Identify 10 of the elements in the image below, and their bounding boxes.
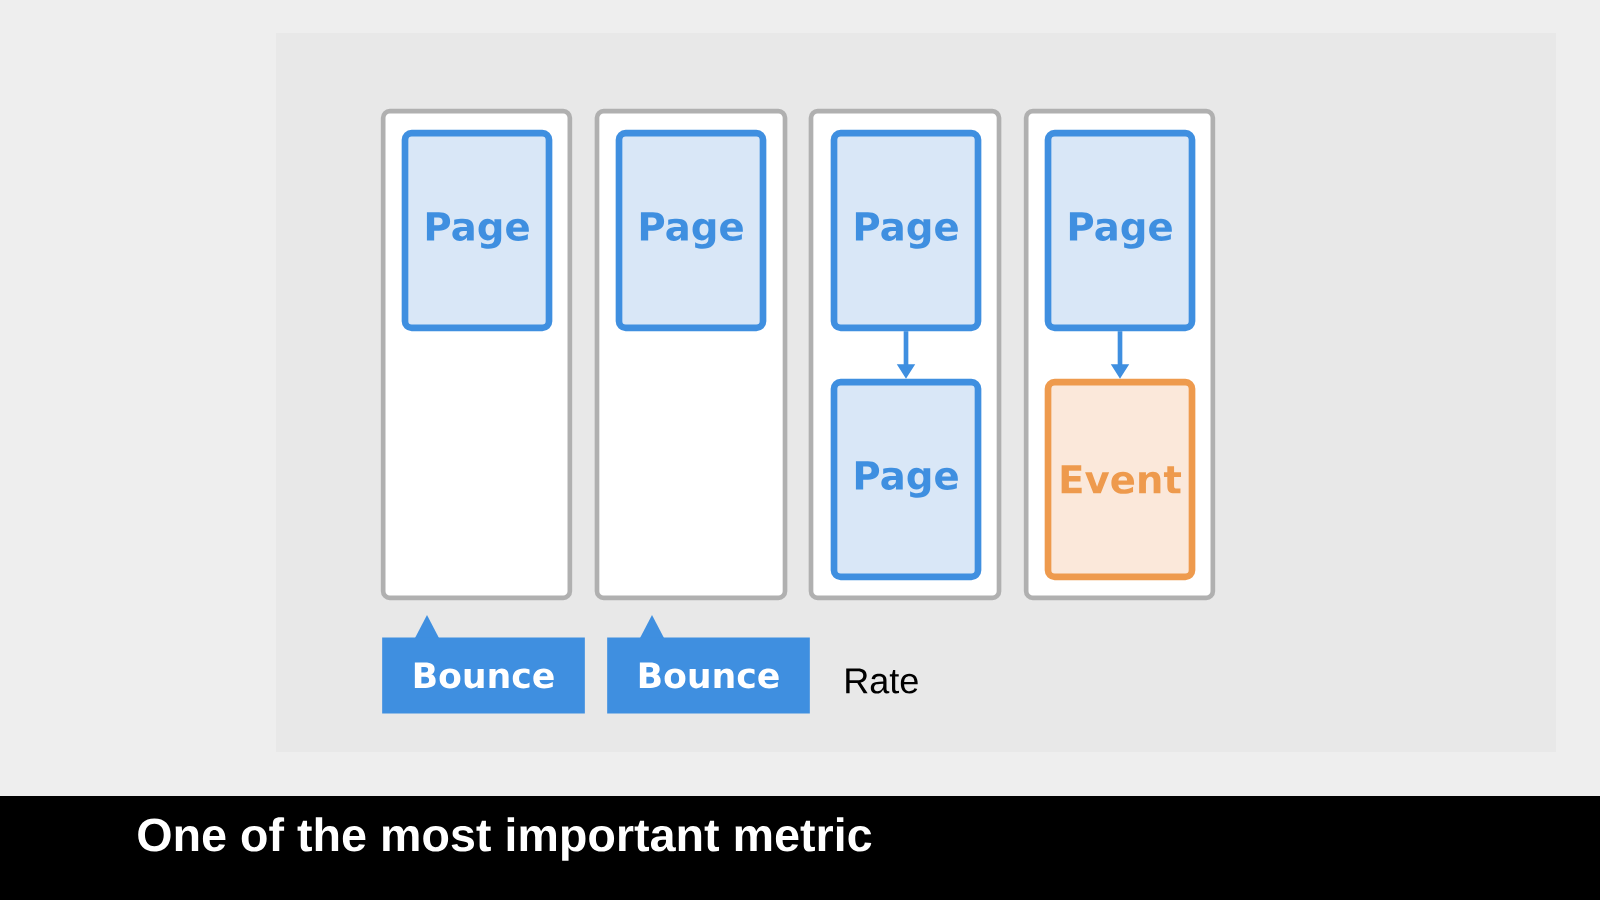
bounce-callout: Bounce [382,615,585,714]
caption-text: One of the most important metric [138,817,872,861]
page-box: Page [615,129,767,332]
rate-text: Rate [846,668,918,694]
page-box: Page [401,129,553,332]
page-box: Page [1044,129,1196,332]
bounce-callout: Bounce [607,615,810,714]
page-box: Page [830,378,982,581]
page-box: Page [830,129,982,332]
event-box: Event [1044,378,1196,581]
